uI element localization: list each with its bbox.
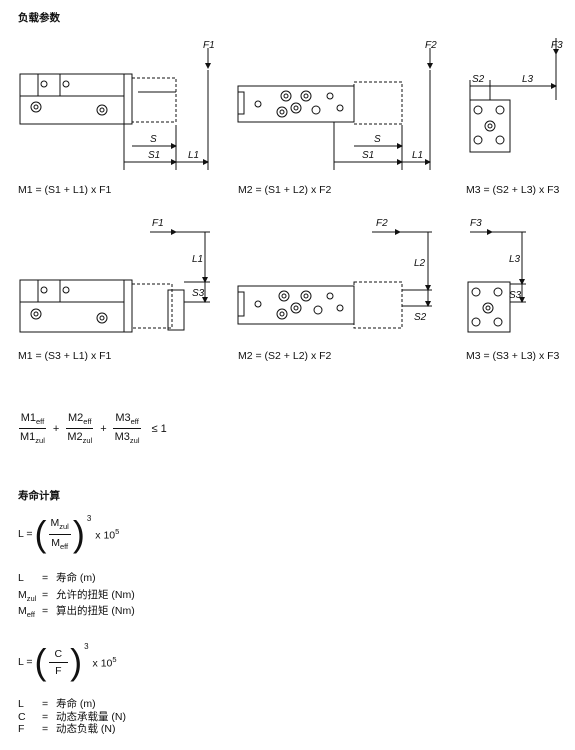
caption-m3-row1: M3 = (S2 + L3) x F3 <box>466 184 560 196</box>
caption-m2-row2: M2 = (S2 + L2) x F2 <box>238 350 332 362</box>
slide-front-view-3 <box>469 50 557 153</box>
diagrams-row-2: F1 F2 F3 L1 S3 L2 S2 L3 S3 <box>19 218 526 333</box>
slide-front-view-6 <box>467 231 526 333</box>
life-formula-1-factor: x 10 <box>95 529 116 542</box>
label-f1: F1 <box>203 40 215 51</box>
label-f3-r2: F3 <box>470 218 482 229</box>
label-s3-r2: S3 <box>192 288 205 299</box>
life-formula-1-exp: 3 <box>86 514 92 523</box>
ratio-term-2: M2eff M2zul <box>66 412 94 446</box>
def-row: Mzul = 允许的扭矩 (Nm) <box>18 588 135 603</box>
life-formula-2-lhs: L = <box>18 656 33 668</box>
paren-close: ) <box>72 513 85 554</box>
label-l3: L3 <box>522 74 534 85</box>
caption-m1-row1: M1 = (S1 + L1) x F1 <box>18 184 112 196</box>
def-row: Meff = 算出的扭矩 (Nm) <box>18 605 135 620</box>
life-formula-1: L = ( Mzul Meff ) 3 x 105 <box>18 513 120 554</box>
paren-open: ( <box>34 513 47 554</box>
def-row: L = 寿命 (m) <box>18 698 96 710</box>
label-s1-2: S1 <box>362 150 374 161</box>
label-l2-r2: L2 <box>414 258 426 269</box>
ratio-rhs: ≤ 1 <box>151 422 167 435</box>
def-row: F = 动态负载 (N) <box>18 723 116 735</box>
life-formula-2: L = ( C F ) 3 x 105 <box>18 641 117 682</box>
life-formula-2-exp: 3 <box>84 642 89 651</box>
label-l1-r2: L1 <box>192 254 203 265</box>
label-f3: F3 <box>551 40 563 51</box>
paren-close: ) <box>70 641 83 682</box>
life-formula-1-fraction: Mzul Meff <box>48 517 71 551</box>
def-row: L = 寿命 (m) <box>18 572 96 584</box>
label-s3-r2b: S3 <box>509 290 522 301</box>
paren-open: ( <box>34 641 47 682</box>
life-formula-2-factor: x 10 <box>92 657 113 670</box>
label-s-2: S <box>374 134 381 145</box>
section-title: 负载参数 <box>18 12 60 24</box>
label-s2-r2: S2 <box>414 312 427 323</box>
def-row: C = 动态承载量 (N) <box>18 710 126 723</box>
slide-side-view-4 <box>19 231 210 333</box>
label-s1: S1 <box>148 150 160 161</box>
label-l1-2: L1 <box>412 150 423 161</box>
definitions-1: L = 寿命 (m) Mzul = 允许的扭矩 (Nm) Meff = 算出的扭… <box>18 572 135 622</box>
label-s2: S2 <box>472 74 485 85</box>
plus-sign-2: + <box>100 422 107 435</box>
life-title: 寿命计算 <box>18 490 60 502</box>
label-s: S <box>150 134 157 145</box>
ratio-formula: M1eff M1zul + M2eff M2zul + M3eff M3zul … <box>18 412 167 445</box>
slide-side-view-1 <box>19 70 209 170</box>
life-formula-2-fraction: C F <box>48 648 69 677</box>
plus-sign-1: + <box>52 422 60 435</box>
slide-top-view-5 <box>237 231 432 329</box>
diagrams-row-1: F1 F2 F3 S S1 L1 S S1 L1 S2 L3 <box>19 38 563 170</box>
definitions-2: L = 寿命 (m) C = 动态承载量 (N) F = 动态负载 (N) <box>18 698 126 736</box>
ratio-term-1: M1eff M1zul <box>18 412 47 446</box>
label-l3-r2: L3 <box>509 254 521 265</box>
label-l1: L1 <box>188 150 199 161</box>
caption-m3-row2: M3 = (S3 + L3) x F3 <box>466 350 560 362</box>
caption-m1-row2: M1 = (S3 + L1) x F1 <box>18 350 112 362</box>
label-f2-r2: F2 <box>376 218 388 229</box>
life-formula-1-lhs: L = <box>18 528 33 540</box>
label-f2: F2 <box>425 40 437 51</box>
label-f1-r2: F1 <box>152 218 164 229</box>
slide-top-view-2 <box>237 70 431 170</box>
ratio-term-3: M3eff M3zul <box>113 412 141 446</box>
caption-m2-row1: M2 = (S1 + L2) x F2 <box>238 184 332 196</box>
